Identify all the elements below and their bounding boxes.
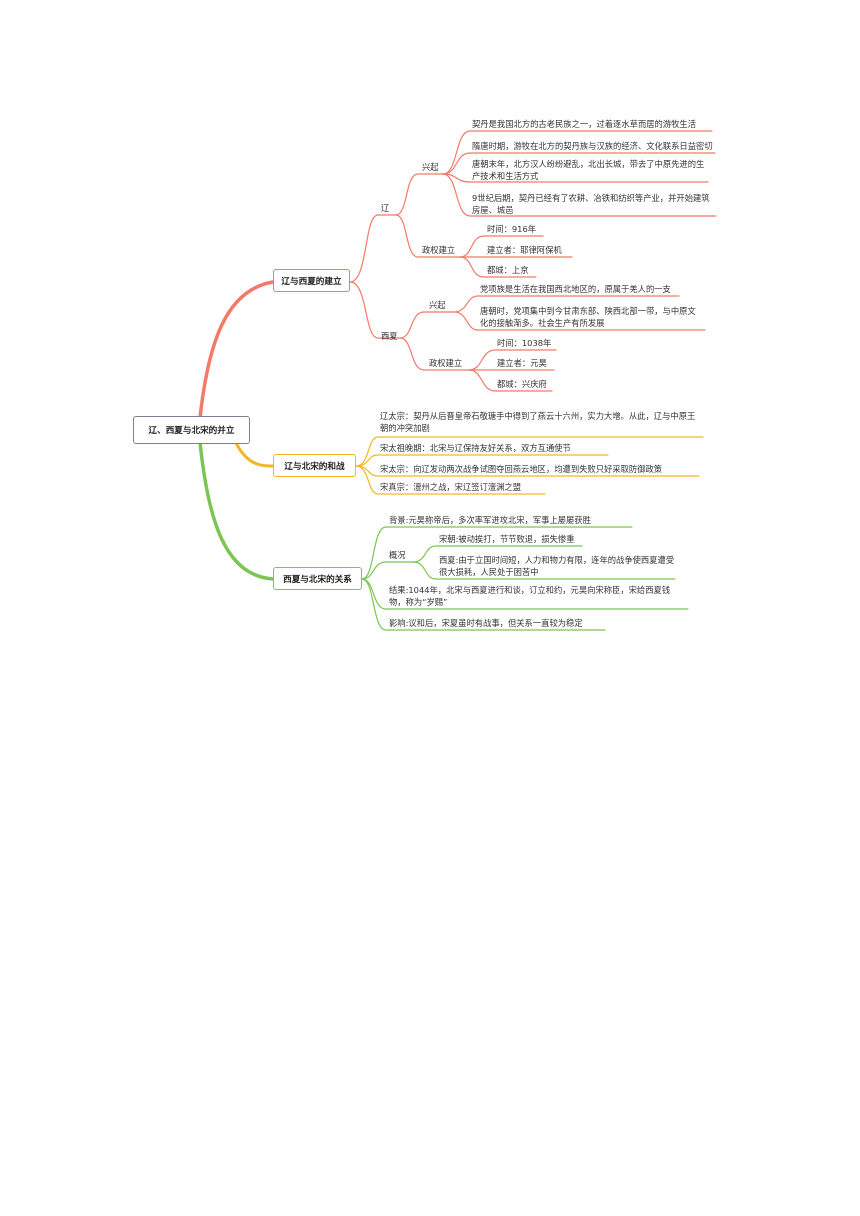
liao-song-item[interactable]: 宋太祖晚期：北宋与辽保持友好关系，双方互通使节: [380, 443, 571, 453]
xixia-rise-item[interactable]: 唐朝时，党项集中到今甘肃东部、陕西北部一带，与中原文化的接触渐多。社会生产有所发…: [480, 306, 696, 328]
node-overview[interactable]: 概况: [389, 550, 406, 560]
xixia-rise-item[interactable]: 党项族是生活在我国西北地区的，原属于羌人的一支: [480, 284, 671, 294]
overview-item[interactable]: 宋朝:被动挨打，节节败退，损失惨重: [439, 534, 575, 544]
xixia-regime-item[interactable]: 时间：1038年: [497, 338, 552, 348]
xixia-regime-item[interactable]: 建立者：元昊: [497, 358, 547, 368]
liao-rise-item[interactable]: 隋唐时期，游牧在北方的契丹族与汉族的经济、文化联系日益密切: [472, 141, 713, 151]
xixia-regime-item[interactable]: 都城：兴庆府: [497, 379, 547, 389]
xixia-song-background[interactable]: 背景:元昊称帝后，多次率军进攻北宋，军事上屡屡获胜: [389, 515, 591, 525]
liao-song-item[interactable]: 辽太宗：契丹从后晋皇帝石敬瑭手中得到了燕云十六州，实力大增。从此，辽与中原王朝的…: [380, 411, 696, 433]
overview-item[interactable]: 西夏:由于立国时间短，人力和物力有限，连年的战争使西夏遭受很大损耗，人民处于困苦…: [439, 555, 675, 577]
node-liao-rise[interactable]: 兴起: [422, 162, 439, 172]
liao-regime-item[interactable]: 都城：上京: [487, 265, 529, 275]
root-node[interactable]: 辽、西夏与北宋的并立: [133, 416, 250, 444]
liao-regime-item[interactable]: 时间：916年: [487, 224, 537, 234]
liao-rise-item[interactable]: 9世纪后期，契丹已经有了农耕、冶铁和纺织等产业，并开始建筑房屋、城邑: [472, 193, 710, 215]
node-liao-regime[interactable]: 政权建立: [422, 245, 456, 255]
xixia-song-impact[interactable]: 影响:议和后，宋夏虽时有战事，但关系一直较为稳定: [389, 618, 583, 628]
connector-root-branch1: [198, 280, 275, 420]
liao-song-item[interactable]: 宋真宗：澶州之战，宋辽签订澶渊之盟: [380, 482, 522, 492]
branch-liao-song-wars[interactable]: 辽与北宋的和战: [273, 454, 356, 477]
connector-root-branch2: [234, 441, 275, 468]
xixia-song-result[interactable]: 结果:1044年，北宋与西夏进行和谈，订立和约，元昊向宋称臣，宋给西夏钱物，称为…: [389, 585, 671, 607]
node-liao[interactable]: 辽: [381, 203, 390, 213]
liao-song-item[interactable]: 宋太宗：向辽发动两次战争试图夺回燕云地区，均遭到失败只好采取防御政策: [380, 464, 663, 474]
node-xixia[interactable]: 西夏: [381, 331, 398, 341]
liao-rise-item[interactable]: 唐朝末年，北方汉人纷纷避乱，北出长城，带去了中原先进的生产技术和生活方式: [472, 159, 705, 181]
branch-liao-xixia-founding[interactable]: 辽与西夏的建立: [273, 269, 350, 292]
liao-regime-item[interactable]: 建立者：耶律阿保机: [487, 245, 562, 255]
connector-root-branch3: [198, 440, 275, 581]
liao-rise-item[interactable]: 契丹是我国北方的古老民族之一，过着逐水草而居的游牧生活: [472, 119, 697, 129]
node-xixia-rise[interactable]: 兴起: [429, 300, 446, 310]
node-xixia-regime[interactable]: 政权建立: [429, 358, 463, 368]
branch-xixia-song-relations[interactable]: 西夏与北宋的关系: [273, 567, 362, 590]
